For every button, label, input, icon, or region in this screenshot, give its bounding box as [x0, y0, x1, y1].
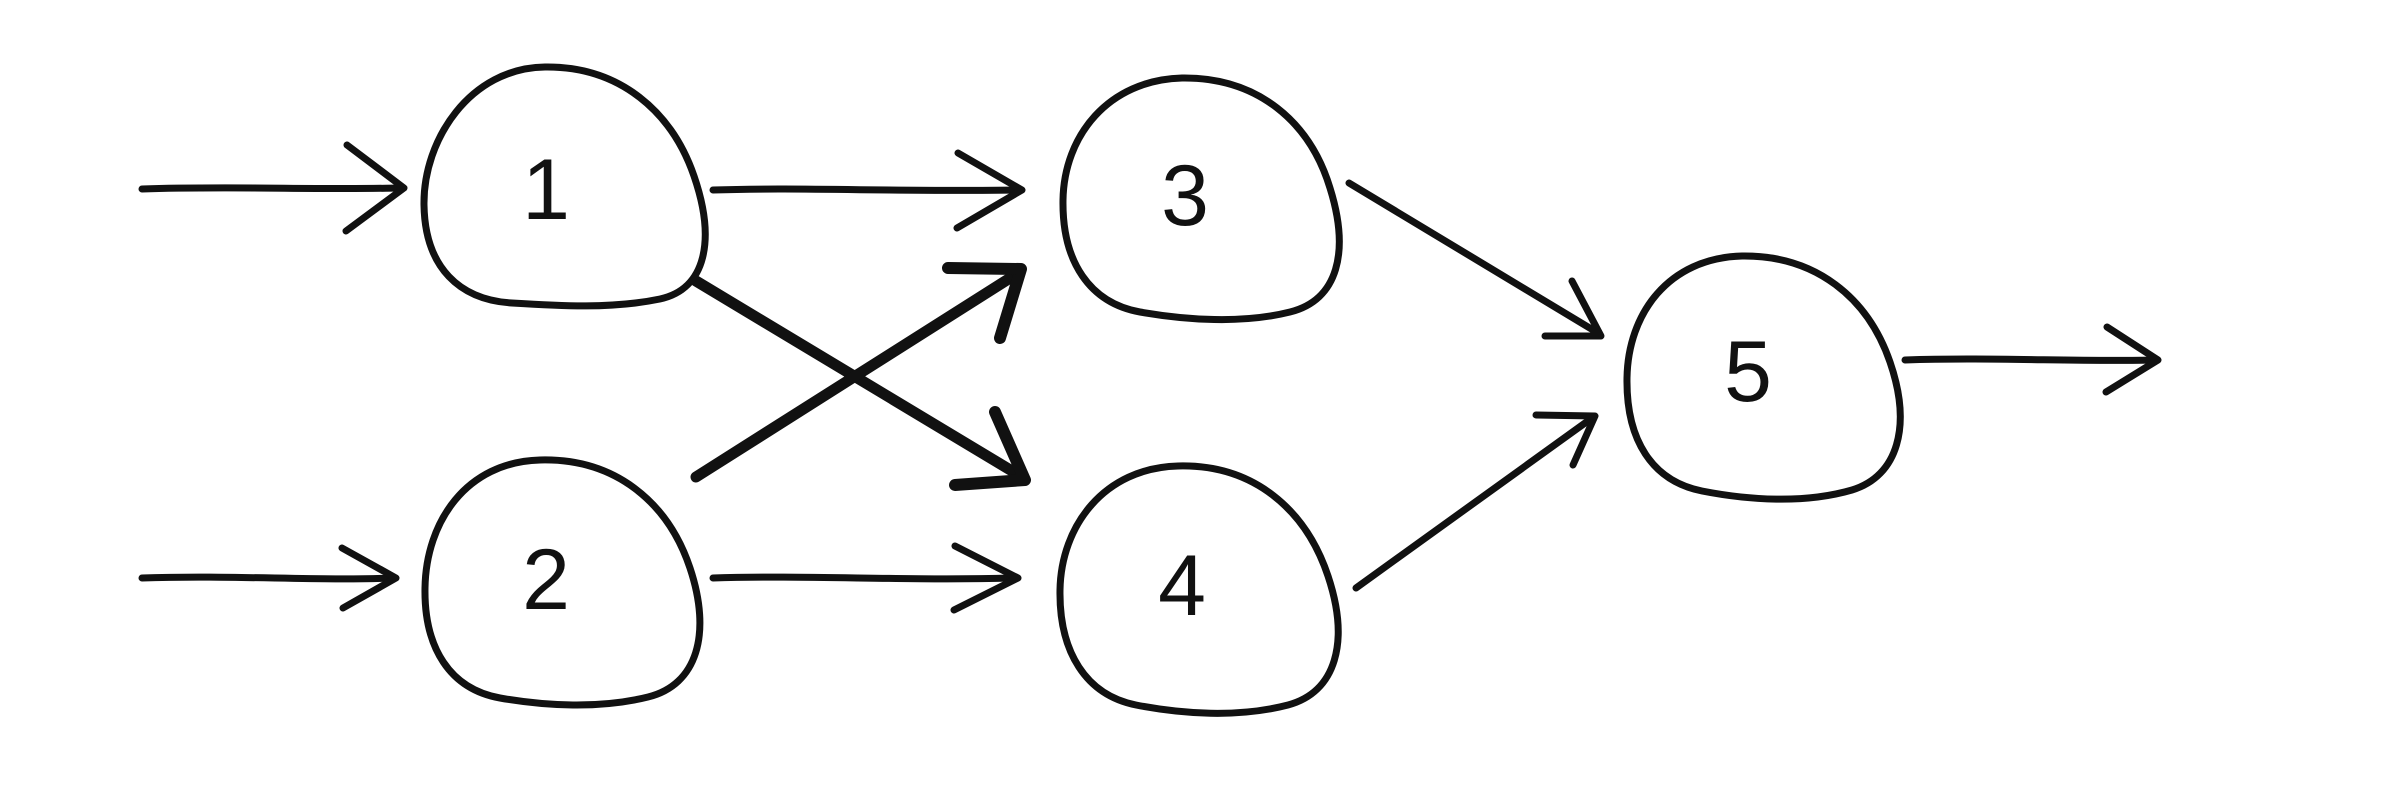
edge-line: [1901, 355, 2159, 364]
arrowhead-icon: [953, 149, 1026, 232]
arrowhead-icon: [942, 262, 1027, 344]
node-2[interactable]: 2: [421, 456, 704, 709]
edge-line: [138, 184, 402, 193]
edge-line: [1345, 179, 1602, 337]
node-label: 1: [522, 142, 570, 238]
node-3[interactable]: 3: [1059, 74, 1343, 324]
edge-line: [709, 573, 1016, 583]
node-circle: [421, 456, 704, 709]
arrowhead-icon: [950, 542, 1022, 614]
arrowhead-icon: [949, 406, 1031, 491]
edge-external-input-to-node-1: [138, 141, 408, 235]
node-label: 3: [1161, 148, 1209, 244]
node-5[interactable]: 5: [1623, 252, 1904, 503]
node-label: 4: [1158, 538, 1206, 634]
node-label: 2: [522, 532, 570, 628]
edge-line: [690, 267, 1024, 483]
node-circle: [1623, 252, 1904, 503]
edge-node-4-to-node-5: [1352, 411, 1599, 592]
arrowhead-icon: [1532, 411, 1599, 469]
edge-node-2-to-node-3: [690, 262, 1027, 483]
edge-line: [709, 185, 1020, 194]
edge-node-1-to-node-4: [690, 275, 1031, 491]
arrowhead-icon: [2102, 323, 2162, 396]
node-circle: [420, 63, 709, 310]
node-circle: [1059, 74, 1343, 324]
node-circle: [1056, 462, 1342, 717]
edge-external-input-to-node-2: [138, 544, 400, 612]
edge-node-3-to-node-5: [1345, 179, 1605, 340]
node-4[interactable]: 4: [1056, 462, 1342, 717]
edge-node-5-to-external-output: [1901, 323, 2162, 396]
arrowhead-icon: [342, 141, 408, 235]
edge-line: [138, 573, 396, 583]
node-1[interactable]: 1: [420, 63, 709, 310]
edge-line: [1352, 414, 1596, 592]
node-label: 5: [1724, 324, 1772, 420]
arrowhead-icon: [338, 544, 400, 612]
arrowhead-icon: [1541, 277, 1605, 340]
edge-node-1-to-node-3: [709, 149, 1026, 232]
edge-node-2-to-node-4: [709, 542, 1022, 614]
